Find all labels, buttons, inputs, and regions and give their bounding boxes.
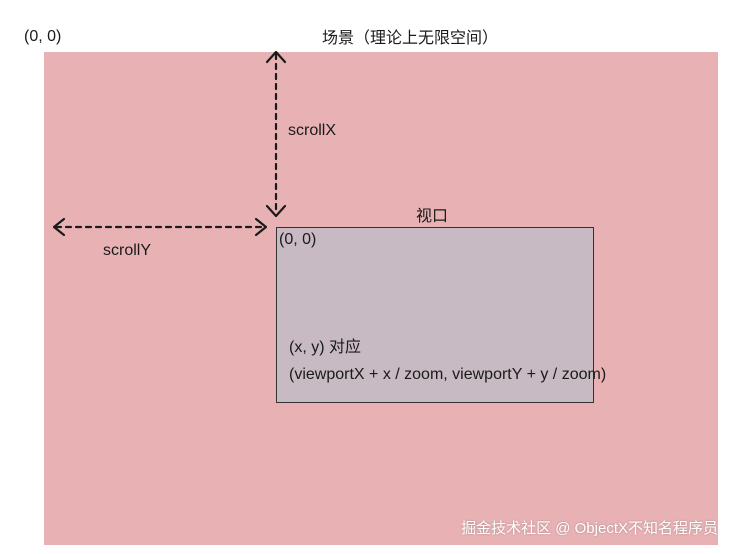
viewport-origin-label: (0, 0) (279, 231, 317, 248)
viewport-rect (276, 227, 594, 403)
viewport-title: 视口 (416, 208, 449, 225)
watermark-text: 掘金技术社区 @ ObjectX不知名程序员 (461, 520, 718, 537)
mapping-line-2: (viewportX + x / zoom, viewportY + y / z… (289, 366, 607, 383)
scene-origin-label: (0, 0) (24, 28, 62, 45)
mapping-line-1: (x, y) 对应 (289, 339, 361, 356)
scene-title: 场景（理论上无限空间） (322, 30, 499, 47)
scroll-y-label: scrollY (103, 242, 152, 259)
scroll-x-label: scrollX (288, 122, 337, 139)
